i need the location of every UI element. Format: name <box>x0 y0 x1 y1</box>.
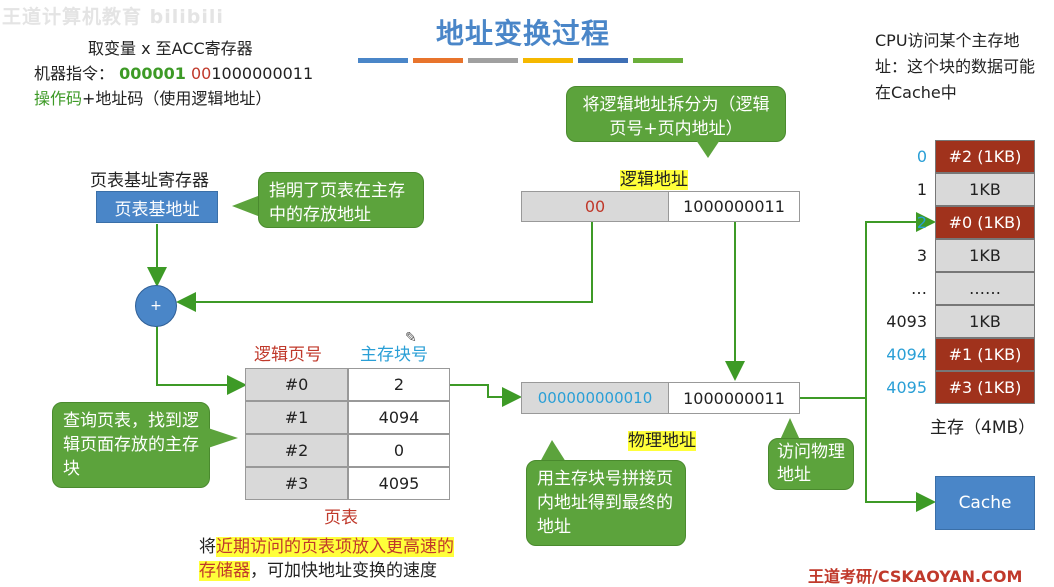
logical-page-cell: 00 <box>521 191 669 222</box>
instruction-addr-label: +地址码（使用逻辑地址） <box>82 89 272 108</box>
watermark: 王道计算机教育 bilibili <box>2 6 224 28</box>
title-stripe-4 <box>523 58 573 63</box>
callout-concat-tail <box>540 440 566 462</box>
logical-offset-cell: 1000000011 <box>668 191 800 222</box>
bottom-note-suffix: ，可加快地址变换的速度 <box>250 561 437 581</box>
line-page-to-adder <box>176 222 593 312</box>
memory-index-0: 0 <box>916 147 927 166</box>
memory-block-5: 1KB <box>935 305 1035 338</box>
adder-circle: + <box>135 285 177 327</box>
memory-index-1: 1 <box>916 180 927 199</box>
callout-query: 查询页表，找到逻辑页面存放的主存块 <box>52 402 210 488</box>
instruction-opcode: 000001 <box>119 64 186 83</box>
page-table-block-0: 2 <box>348 368 450 401</box>
title-stripe-3 <box>468 58 518 63</box>
callout-base-tail <box>232 196 258 216</box>
page-table-block-3: 4095 <box>348 467 450 500</box>
base-register-label: 页表基址寄存器 <box>90 171 209 191</box>
callout-concat: 用主存块号拼接页内地址得到最终的地址 <box>526 460 686 546</box>
page-table-block-1: 4094 <box>348 401 450 434</box>
memory-index-2: 2 <box>916 213 927 232</box>
page-title: 地址变换过程 <box>436 17 611 50</box>
callout-query-tail <box>208 428 238 448</box>
base-register-value: 页表基地址 <box>96 191 218 223</box>
memory-index-7: 4095 <box>886 378 927 397</box>
title-stripe-1 <box>358 58 408 63</box>
memory-block-0: #2 (1KB) <box>935 140 1035 173</box>
line-block-to-physical <box>450 384 522 407</box>
page-table-page-1: #1 <box>245 401 348 434</box>
logical-address-label: 逻辑地址 <box>620 165 688 190</box>
page-table-block-2: 0 <box>348 434 450 467</box>
callout-access-text: 访问物理地址 <box>777 442 845 485</box>
page-table-page-3: #3 <box>245 467 348 500</box>
memory-index-4: … <box>911 279 927 298</box>
memory-block-7: #3 (1KB) <box>935 371 1035 404</box>
instruction-line-2: 机器指令： 000001 001000000011 <box>34 61 313 86</box>
bottom-note-highlight-2: 存储器 <box>199 561 250 581</box>
physical-address-label-text: 物理地址 <box>628 431 696 451</box>
instruction-line-1: 取变量 x 至ACC寄存器 <box>88 39 253 58</box>
memory-block-2: #0 (1KB) <box>935 206 1035 239</box>
memory-caption: 主存（4MB） <box>930 418 1036 438</box>
callout-access: 访问物理地址 <box>768 438 854 490</box>
bottom-note-prefix: 将 <box>199 537 216 557</box>
callout-query-text: 查询页表，找到逻辑页面存放的主存块 <box>63 411 199 479</box>
callout-base-desc-text: 指明了页表在主存中的存放地址 <box>269 181 405 225</box>
pencil-icon: ✎ <box>405 330 417 346</box>
physical-block-cell: 000000000010 <box>521 382 669 414</box>
title-stripe-6 <box>633 58 683 63</box>
memory-index-3: 3 <box>916 246 927 265</box>
cpu-access-note: CPU访问某个主存地址：这个块的数据可能在Cache中 <box>875 31 1036 102</box>
table-row: #3 4095 <box>245 467 450 500</box>
memory-block-3: 1KB <box>935 239 1035 272</box>
page-table-col-block-header: 主存块号 <box>360 345 428 365</box>
bottom-note: 将近期访问的页表项放入更高速的存储器，可加快地址变换的速度 <box>199 535 529 583</box>
callout-split: 将逻辑地址拆分为（逻辑页号+页内地址） <box>566 86 786 142</box>
memory-index-6: 4094 <box>886 345 927 364</box>
logical-address-label-text: 逻辑地址 <box>620 170 688 190</box>
line-adder-to-table <box>156 325 247 395</box>
memory-block-1: 1KB <box>935 173 1035 206</box>
instruction-line-3: 操作码+地址码（使用逻辑地址） <box>34 86 271 111</box>
footer-brand: 王道考研/CSKAOYAN.COM <box>808 567 1023 586</box>
title-stripe-2 <box>413 58 463 63</box>
table-row: #2 0 <box>245 434 450 467</box>
instruction-addr-page: 00 <box>191 64 212 83</box>
line-physical-to-cache <box>865 398 936 512</box>
page-table-page-0: #0 <box>245 368 348 401</box>
instruction-prefix: 机器指令： <box>34 64 115 83</box>
page-table-caption: 页表 <box>324 508 358 528</box>
cache-box: Cache <box>935 476 1035 530</box>
callout-access-tail <box>780 418 800 440</box>
memory-block-4: …… <box>935 272 1035 305</box>
page-table: #0 2 #1 4094 #2 0 #3 4095 <box>245 368 450 500</box>
physical-address-label: 物理地址 <box>628 426 696 451</box>
bottom-note-highlight-1: 近期访问的页表项放入更高速的 <box>216 537 454 557</box>
instruction-addr-offset: 1000000011 <box>211 64 314 83</box>
page-table-col-page-header: 逻辑页号 <box>254 345 322 365</box>
callout-split-tail <box>696 140 720 158</box>
physical-offset-cell: 1000000011 <box>668 382 800 414</box>
line-physical-to-memory <box>800 212 936 399</box>
memory-block-6: #1 (1KB) <box>935 338 1035 371</box>
memory-index-5: 4093 <box>886 312 927 331</box>
table-row: #1 4094 <box>245 401 450 434</box>
callout-split-text: 将逻辑地址拆分为（逻辑页号+页内地址） <box>582 95 770 139</box>
callout-base-desc: 指明了页表在主存中的存放地址 <box>258 172 424 228</box>
table-row: #0 2 <box>245 368 450 401</box>
instruction-opcode-label: 操作码 <box>34 89 83 108</box>
callout-concat-text: 用主存块号拼接页内地址得到最终的地址 <box>537 469 673 537</box>
page-table-page-2: #2 <box>245 434 348 467</box>
title-stripe-5 <box>578 58 628 63</box>
